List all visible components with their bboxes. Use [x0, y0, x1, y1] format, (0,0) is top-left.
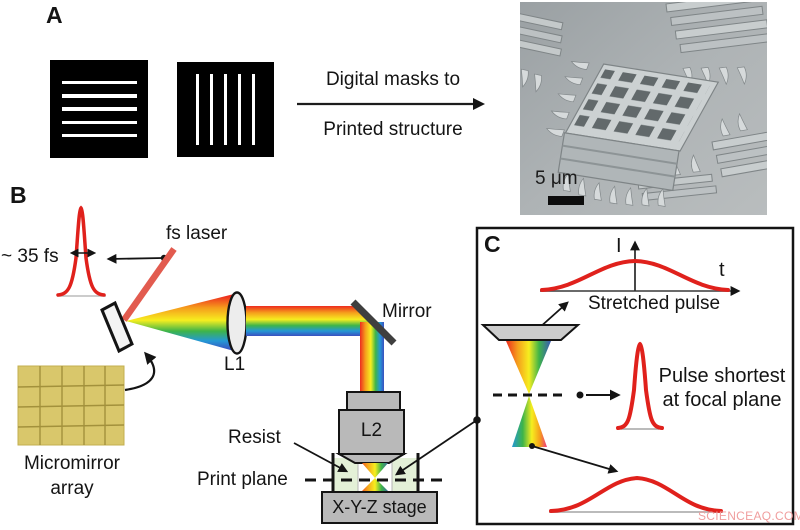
sem-fragment-top-right [665, 2, 767, 86]
digital-mask-vertical [177, 62, 274, 157]
short-pulse-curve [56, 205, 106, 297]
sem-scale-label: 5 μm [535, 168, 578, 189]
panel-b-label: B [10, 182, 27, 208]
fs-laser-beam [121, 247, 177, 322]
inset-grating [480, 324, 581, 341]
objective-mount [346, 391, 401, 411]
stretched-arrow-dot [526, 334, 532, 340]
focus-cone-down [362, 463, 388, 478]
stretched-pointer-arrow [528, 301, 569, 338]
focal-arrow-dot [576, 391, 584, 399]
lens-l2-tip [335, 453, 408, 464]
xyz-stage-label: X-Y-Z stage [332, 497, 427, 517]
mask-line [61, 94, 137, 98]
resist-pointer-arrow [293, 442, 349, 473]
bottom-cone-dot [529, 443, 535, 449]
sem-fragment-top-left [520, 11, 564, 93]
time-axis-label: t [719, 259, 725, 281]
restretched-pulse-curve [549, 475, 723, 513]
panel-a-label: A [46, 2, 63, 28]
focus-cone-up [362, 478, 388, 491]
lens-l1 [226, 291, 248, 355]
laser-arrow-dot [160, 254, 168, 262]
mask-line [251, 74, 256, 145]
sem-scale-bar [548, 196, 584, 205]
dispersed-beam-fan [126, 294, 234, 351]
focal-label-line1: Pulse shortest [658, 365, 786, 387]
dmd-to-grating-arrow [124, 351, 157, 392]
mask-line [223, 74, 228, 145]
watermark: SCIENCEAQ.COM [698, 509, 800, 523]
mask-line [237, 74, 242, 145]
sem-micrograph: 5 μm [520, 2, 767, 215]
arrow-caption-bottom: Printed structure [323, 119, 463, 140]
fs-laser-label: fs laser [166, 223, 228, 244]
focal-label-line2: at focal plane [662, 389, 782, 411]
micromirror-label-line1: Micromirror [23, 453, 121, 474]
grating [100, 300, 134, 354]
inset-cone-top [506, 341, 551, 394]
stretched-pulse-label: Stretched pulse [587, 293, 721, 314]
resist-label: Resist [228, 427, 281, 448]
bottom-cone-arrow [531, 445, 619, 474]
panel-c-link-line [394, 419, 478, 476]
panel-c-label: C [484, 231, 501, 257]
mask-line [61, 120, 137, 124]
mask-line [195, 74, 200, 145]
inset-cone-bottom [512, 396, 547, 447]
digital-mask-horizontal [50, 60, 148, 158]
mask-line [209, 74, 214, 145]
arrow-caption-top: Digital masks to [325, 69, 461, 90]
mask-line [61, 80, 137, 85]
lens-l2-label: L2 [360, 420, 383, 441]
sem-illustration [520, 2, 767, 215]
print-plane-label: Print plane [197, 469, 288, 490]
pulse-duration-label: ~ 35 fs [1, 246, 59, 267]
lens-l1-label: L1 [224, 354, 246, 375]
stretched-pulse-curve [540, 258, 730, 292]
rainbow-beam-horizontal [246, 306, 386, 336]
micromirror-array [17, 365, 125, 446]
mask-line [61, 107, 137, 111]
mask-line [61, 133, 137, 138]
sem-structure-main [545, 56, 720, 207]
micromirror-label-line2: array [50, 478, 94, 499]
writing-cell [357, 457, 393, 493]
panel-c-link-dot [473, 416, 481, 424]
intensity-axis-label: I [616, 235, 622, 257]
laser-to-pulse-arrow [106, 253, 164, 264]
mirror-label: Mirror [382, 301, 432, 322]
sem-fragment-bottom-right [711, 112, 767, 178]
resist-volume [333, 458, 418, 492]
rainbow-beam-vertical [360, 322, 384, 394]
